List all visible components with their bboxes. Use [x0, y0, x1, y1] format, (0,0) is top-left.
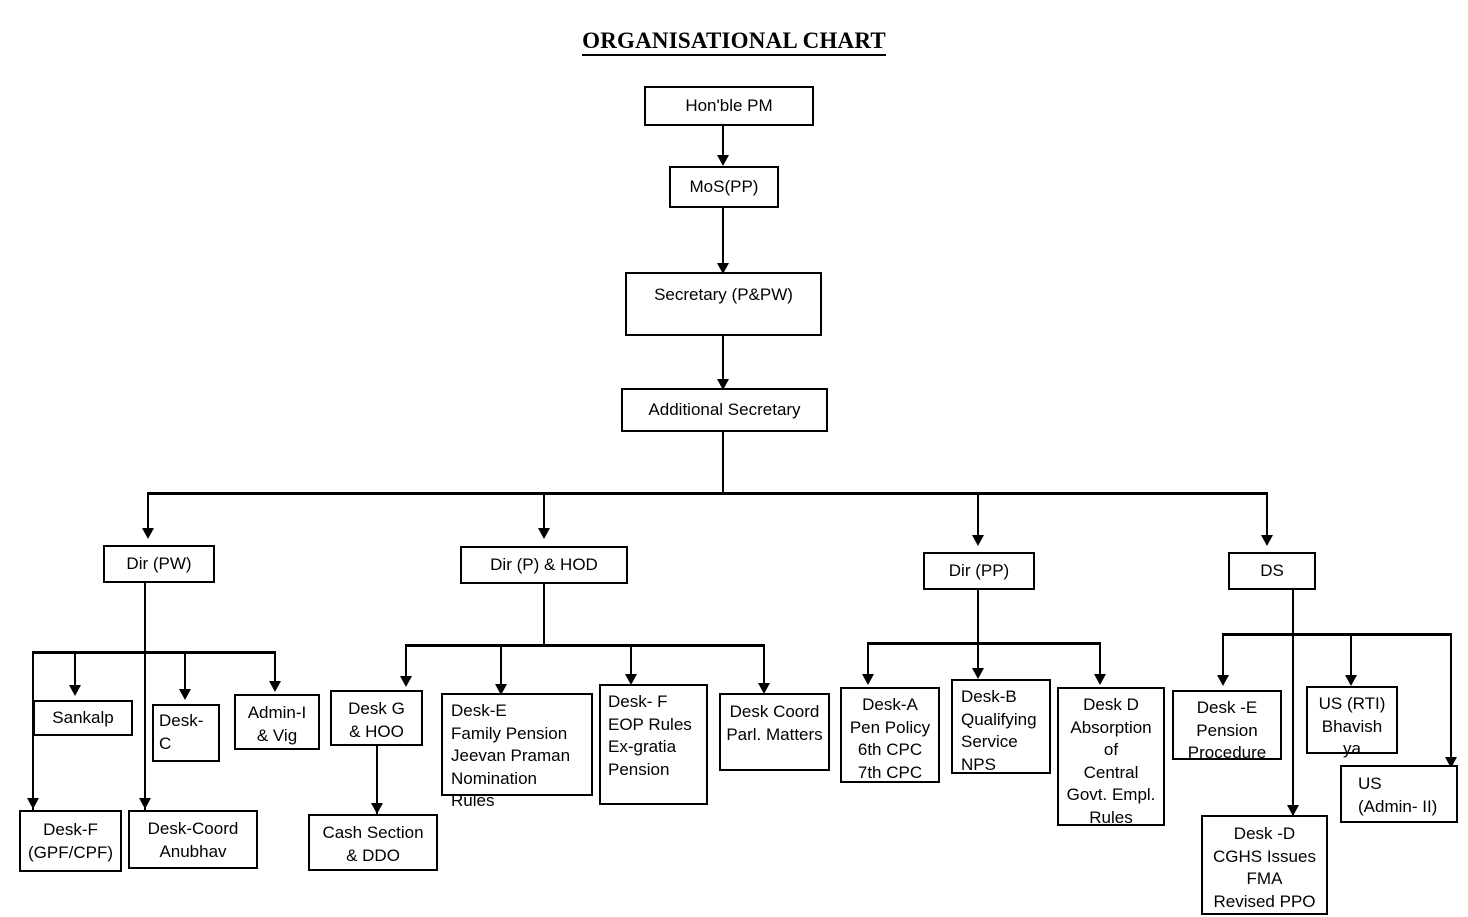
arrow-secretary-to-addl	[717, 379, 729, 390]
arrow-to-desk-a	[862, 674, 874, 685]
arrow-bus-to-dir-pp	[972, 535, 984, 546]
arrow-to-cash-section-ddo	[371, 803, 383, 814]
page-title: ORGANISATIONAL CHART	[0, 28, 1468, 56]
arrow-to-desk-g-hoo	[400, 676, 412, 687]
arrow-to-desk-f-gpf	[27, 798, 39, 809]
connector-to-desk-f-eop	[630, 644, 632, 678]
arrow-to-desk-d-cghs	[1287, 805, 1299, 816]
node-admin-i-vig[interactable]: Admin-I & Vig	[234, 694, 320, 750]
connector-dir-p-hod-bus	[405, 644, 765, 647]
node-us-admin-ii[interactable]: US (Admin- II)	[1340, 765, 1458, 823]
connector-to-desk-g-hoo	[405, 644, 407, 680]
node-desk-g-hoo[interactable]: Desk G & HOO	[330, 690, 423, 746]
arrow-bus-to-ds	[1261, 535, 1273, 546]
connector-addl-stem	[722, 432, 724, 494]
node-dir-p-hod[interactable]: Dir (P) & HOD	[460, 546, 628, 584]
arrow-to-us-admin-ii	[1445, 757, 1457, 768]
arrow-to-desk-b	[972, 668, 984, 679]
node-sankalp[interactable]: Sankalp	[33, 700, 133, 736]
connector-ds-bus	[1222, 633, 1452, 636]
arrow-to-desk-d-absorption	[1094, 674, 1106, 685]
arrow-to-desk-coord-parl	[758, 683, 770, 694]
node-desk-c[interactable]: Desk-C	[152, 704, 220, 762]
connector-to-desk-b	[977, 642, 979, 672]
arrow-dir-pw-to-desk-coord-anubhav	[139, 798, 151, 809]
node-cash-section-ddo[interactable]: Cash Section & DDO	[308, 814, 438, 871]
connector-to-desk-e-pension	[1222, 633, 1224, 679]
connector-to-us-admin-ii	[1450, 633, 1452, 763]
connector-desk-g-to-cash-section	[376, 746, 378, 814]
connector-to-desk-d-absorption	[1099, 642, 1101, 676]
node-us-rti-bhavishya[interactable]: US (RTI) Bhavish ya	[1306, 686, 1398, 758]
connector-bus-to-ds	[1266, 492, 1268, 540]
node-ds[interactable]: DS	[1228, 552, 1316, 590]
node-desk-f-eop-rules[interactable]: Desk- F EOP Rules Ex-gratia Pension	[599, 684, 708, 805]
connector-to-desk-e-family	[500, 644, 502, 688]
node-dir-pp[interactable]: Dir (PP)	[923, 552, 1035, 590]
arrow-to-admin-i-vig	[269, 681, 281, 692]
connector-dir-pw-stem	[144, 583, 146, 811]
arrow-to-desk-c	[179, 689, 191, 700]
connector-to-desk-c	[184, 651, 186, 693]
arrow-to-desk-f-eop	[625, 674, 637, 685]
node-desk-e-family-pension[interactable]: Desk-E Family Pension Jeevan Praman Nomi…	[441, 693, 593, 810]
node-desk-d-cghs-issues[interactable]: Desk -D CGHS Issues FMA Revised PPO	[1201, 815, 1328, 915]
node-desk-f-gpf-cpf[interactable]: Desk-F (GPF/CPF)	[19, 810, 122, 872]
node-honble-pm[interactable]: Hon'ble PM	[644, 86, 814, 126]
node-desk-d-absorption[interactable]: Desk D Absorption of Central Govt. Empl.…	[1057, 687, 1165, 827]
connector-to-admin-i-vig	[274, 651, 276, 685]
node-secretary[interactable]: Secretary (P&PW)	[625, 272, 822, 336]
node-desk-coord-parl-matters[interactable]: Desk Coord Parl. Matters	[719, 693, 830, 771]
node-mos-pp[interactable]: MoS(PP)	[669, 166, 779, 208]
connector-pm-to-mos	[722, 126, 724, 160]
connector-secretary-to-addl	[722, 336, 724, 384]
node-additional-secretary[interactable]: Additional Secretary	[621, 388, 828, 432]
connector-dir-pw-bus	[32, 651, 276, 654]
connector-addl-bus	[147, 492, 1268, 495]
connector-bus-to-dir-pw	[147, 492, 149, 532]
arrow-pm-to-mos	[717, 155, 729, 166]
arrow-bus-to-dir-p-hod	[538, 528, 550, 539]
arrow-bus-to-dir-pw	[142, 528, 154, 539]
node-desk-coord-anubhav[interactable]: Desk-Coord Anubhav	[128, 810, 258, 869]
connector-dir-p-hod-stem	[543, 584, 545, 646]
connector-to-us-rti	[1350, 633, 1352, 679]
node-desk-b-qualifying-service[interactable]: Desk-B Qualifying Service NPS	[951, 679, 1051, 774]
node-desk-a-pen-policy[interactable]: Desk-A Pen Policy 6th CPC 7th CPC	[840, 687, 940, 783]
connector-to-sankalp	[74, 651, 76, 689]
connector-dir-pp-bus	[867, 642, 1101, 645]
node-dir-pw[interactable]: Dir (PW)	[103, 545, 215, 583]
connector-mos-to-secretary	[722, 208, 724, 268]
arrow-mos-to-secretary	[717, 263, 729, 274]
connector-to-desk-coord-parl	[763, 644, 765, 688]
connector-ds-stem	[1292, 590, 1294, 824]
connector-dir-pp-stem	[977, 590, 979, 653]
arrow-to-desk-e-family	[495, 684, 507, 695]
arrow-to-us-rti	[1345, 675, 1357, 686]
connector-bus-to-dir-pp	[977, 492, 979, 540]
arrow-to-desk-e-pension	[1217, 675, 1229, 686]
node-desk-e-pension-procedure[interactable]: Desk -E Pension Procedure	[1172, 690, 1282, 762]
connector-bus-to-dir-p-hod	[543, 492, 545, 532]
arrow-to-sankalp	[69, 685, 81, 696]
connector-to-desk-a	[867, 642, 869, 676]
page-title-text: ORGANISATIONAL CHART	[582, 28, 886, 56]
